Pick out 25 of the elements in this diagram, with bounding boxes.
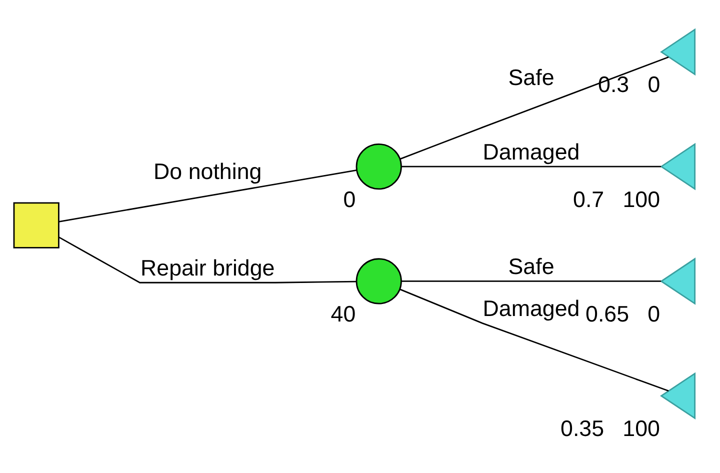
node-circle <box>356 258 402 304</box>
node-box <box>13 202 60 248</box>
node-label: 0.65 0 <box>586 302 660 326</box>
connector <box>402 166 662 168</box>
connector <box>58 170 357 222</box>
node-triangle <box>660 372 696 420</box>
connector <box>402 280 662 282</box>
node-label: 0.3 0 <box>598 72 660 98</box>
node-label: 0.7 100 <box>573 186 660 212</box>
connector <box>400 288 669 392</box>
edge-label: Safe <box>508 65 554 90</box>
node-circle <box>356 144 402 190</box>
connector <box>58 236 356 284</box>
edge-label: Safe <box>508 254 554 279</box>
node-triangle <box>660 28 696 76</box>
node-triangle <box>660 258 696 305</box>
connector <box>400 56 669 160</box>
node-label: 0.35 100 <box>560 416 660 442</box>
node-triangle <box>660 142 696 190</box>
node-label: 40 <box>330 302 356 326</box>
edge-label: Damaged <box>482 296 580 321</box>
edge-label: Do nothing <box>154 158 262 184</box>
edge-label: Damaged <box>482 139 580 164</box>
node-label: 0 <box>343 186 356 212</box>
edge-label: Repair bridge <box>140 255 275 280</box>
